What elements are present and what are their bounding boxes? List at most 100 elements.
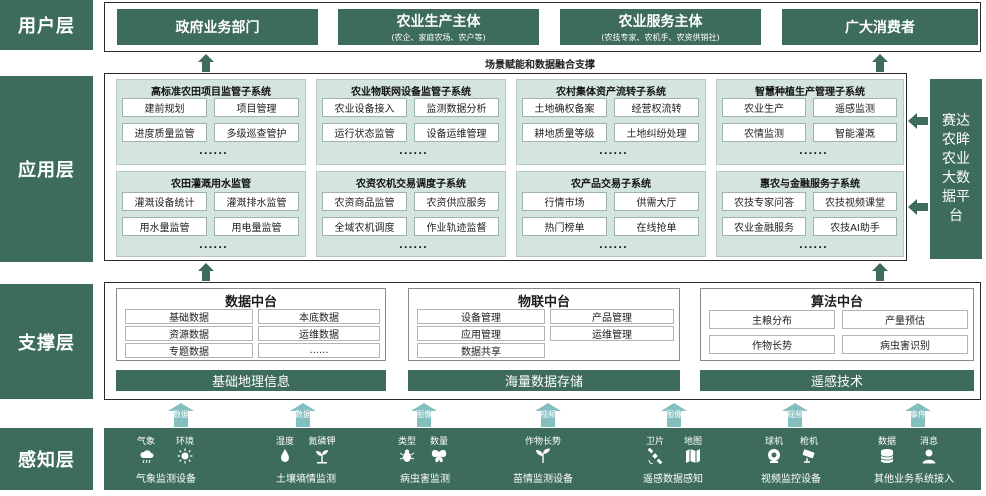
subsystem-item[interactable]: 用水量监管	[122, 217, 207, 236]
platform-item[interactable]: 病虫害识别	[842, 335, 968, 354]
platform-item[interactable]: 运维管理	[550, 326, 674, 341]
arrow-label: 视频	[540, 410, 556, 419]
subsystem-item[interactable]: 经营权流转	[614, 98, 699, 117]
subsystem-item[interactable]: 耕地质量等级	[522, 123, 607, 142]
user-box-title: 广大消费者	[845, 20, 915, 36]
platform-item[interactable]: 设备管理	[417, 309, 545, 324]
iot-middle-platform: 物联中台 设备管理 产品管理 应用管理 运维管理 数据共享	[408, 288, 680, 361]
subsystem-item[interactable]: 农技视频课堂	[813, 192, 897, 211]
subsystem-item[interactable]: 作业轨迹监督	[414, 217, 499, 236]
platform-title: 算法中台	[810, 295, 863, 310]
user-box-title: 政府业务部门	[175, 20, 260, 36]
platform-item[interactable]: 资源数据	[125, 326, 253, 341]
database-icon	[880, 449, 894, 463]
data-middle-platform: 数据中台 基础数据 本底数据 资源数据 运维数据 专题数据 ......	[116, 288, 386, 361]
platform-title: 物联中台	[517, 295, 570, 310]
remote-sensing-bar: 遥感技术	[700, 370, 974, 391]
weather-icon	[140, 450, 154, 464]
platform-item[interactable]: ......	[258, 343, 380, 358]
subsystem-title: 高标准农田项目监管子系统	[151, 87, 271, 98]
subsystem-item[interactable]: 进度质量监管	[122, 123, 207, 142]
platform-item[interactable]: 专题数据	[125, 343, 253, 358]
sensor-group-label: 视频监控设备	[761, 474, 821, 485]
sensor-item: 湿度	[275, 437, 294, 447]
subsystem-item[interactable]: 热门榜单	[522, 217, 607, 236]
butterfly-icon	[431, 449, 447, 463]
subsystem-item[interactable]: 土地确权备案	[522, 98, 607, 117]
platform-item[interactable]: 应用管理	[417, 326, 545, 341]
subsystem-item[interactable]: 土地纠纷处理	[614, 123, 699, 142]
arrow-label: 数据	[173, 410, 189, 419]
subsystem-item[interactable]: 灌溉排水监管	[214, 192, 299, 211]
subsystem-panel-agri-trading-dispatch: 农资农机交易调度子系统 农资商品监管 农资供应服务 全域农机调度 作业轨迹监督 …	[316, 171, 506, 257]
subsystem-item[interactable]: 农技AI助手	[813, 217, 897, 236]
subsystem-item[interactable]: 设备运维管理	[414, 123, 499, 142]
platform-item[interactable]: 运维数据	[258, 326, 380, 341]
subsystem-item[interactable]: 建前规划	[122, 98, 207, 117]
platform-item[interactable]: 产量预估	[842, 310, 968, 329]
more-indicator: ......	[799, 240, 828, 251]
subsystem-item[interactable]: 监测数据分析	[414, 98, 499, 117]
subsystem-title: 智慧种植生产管理子系统	[755, 87, 865, 98]
platform-item[interactable]: 基础数据	[125, 309, 253, 324]
platform-item[interactable]: 数据共享	[417, 343, 545, 358]
subsystem-panel-iot: 农业物联网设备监管子系统 农业设备接入 监测数据分析 运行状态监管 设备运维管理…	[316, 79, 506, 165]
sensor-item: 环境	[175, 437, 194, 447]
subsystem-item[interactable]: 农业生产	[722, 98, 806, 117]
image-upload-arrow-icon: 图像	[661, 403, 687, 427]
sensor-item: 卫片	[645, 437, 664, 447]
subsystem-item[interactable]: 项目管理	[214, 98, 299, 117]
subsystem-item[interactable]: 灌溉设备统计	[122, 192, 207, 211]
data-upload-arrow-icon: 数据	[290, 403, 316, 427]
user-box-title: 农业服务主体	[618, 14, 703, 30]
arrow-label: 视频	[787, 410, 803, 419]
subsystem-title: 农田灌溉用水监管	[171, 179, 251, 190]
subsystem-item[interactable]: 农业金融服务	[722, 217, 806, 236]
subsystem-item[interactable]: 农业设备接入	[322, 98, 407, 117]
subsystem-panel-smart-planting: 智慧种植生产管理子系统 农业生产 遥感监测 农情监测 智能灌溉 ......	[716, 79, 904, 165]
user-box-service-providers: 农业服务主体 (农技专家、农机手、农资供销社)	[560, 9, 761, 45]
subsystem-item[interactable]: 农情监测	[722, 123, 806, 142]
sensor-group-label: 遥感数据感知	[643, 474, 703, 485]
more-indicator: ......	[399, 240, 428, 251]
basic-geo-info-bar: 基础地理信息	[116, 370, 386, 391]
subsystem-item[interactable]: 农资供应服务	[414, 192, 499, 211]
subsystem-item[interactable]: 在线抢单	[614, 217, 699, 236]
platform-item[interactable]: 主粮分布	[709, 310, 835, 329]
data-upload-arrow-icon: 数据	[168, 403, 194, 427]
platform-item[interactable]: 本底数据	[258, 309, 380, 324]
big-data-platform-label: 赛达农眸农业大数据平台	[942, 113, 970, 224]
arrow-label: 图像	[416, 410, 432, 419]
user-box-title: 农业生产主体	[396, 14, 481, 30]
subsystem-item[interactable]: 智能灌溉	[813, 123, 897, 142]
subsystem-item[interactable]: 用电量监管	[214, 217, 299, 236]
subsystem-item[interactable]: 运行状态监管	[322, 123, 407, 142]
user-message-icon	[922, 449, 936, 464]
arrow-label: 事件	[910, 410, 926, 419]
more-indicator: ......	[599, 146, 628, 157]
subsystem-item[interactable]: 农资商品监管	[322, 192, 407, 211]
map-icon	[686, 449, 700, 463]
subsystem-panel-irrigation: 农田灌溉用水监管 灌溉设备统计 灌溉排水监管 用水量监管 用电量监管 .....…	[116, 171, 306, 257]
mass-storage-bar: 海量数据存储	[408, 370, 680, 391]
algorithm-middle-platform: 算法中台 主粮分布 产量预估 作物长势 病虫害识别	[700, 288, 974, 361]
bug-icon	[399, 449, 415, 462]
sensor-group-label: 苗情监测设备	[513, 474, 573, 485]
sensor-item: 球机	[764, 437, 783, 447]
image-upload-arrow-icon: 图像	[411, 403, 437, 427]
subsystem-item[interactable]: 多级巡查管护	[214, 123, 299, 142]
sprout-icon	[316, 450, 328, 464]
subsystem-item[interactable]: 全域农机调度	[322, 217, 407, 236]
subsystem-item[interactable]: 遥感监测	[813, 98, 897, 117]
dome-camera-icon	[768, 449, 780, 463]
subsystem-panel-finance-services: 惠农与金融服务子系统 农技专家问答 农技视频课堂 农业金融服务 农技AI助手 .…	[716, 171, 904, 257]
platform-item[interactable]: 产品管理	[550, 309, 674, 324]
platform-item[interactable]: 作物长势	[709, 335, 835, 354]
sensor-item: 氮磷钾	[308, 437, 336, 447]
more-indicator: ......	[599, 240, 628, 251]
subsystem-item[interactable]: 供需大厅	[614, 192, 699, 211]
more-indicator: ......	[799, 146, 828, 157]
subsystem-item[interactable]: 行情市场	[522, 192, 607, 211]
video-upload-arrow-icon: 视频	[535, 403, 561, 427]
subsystem-item[interactable]: 农技专家问答	[722, 192, 806, 211]
